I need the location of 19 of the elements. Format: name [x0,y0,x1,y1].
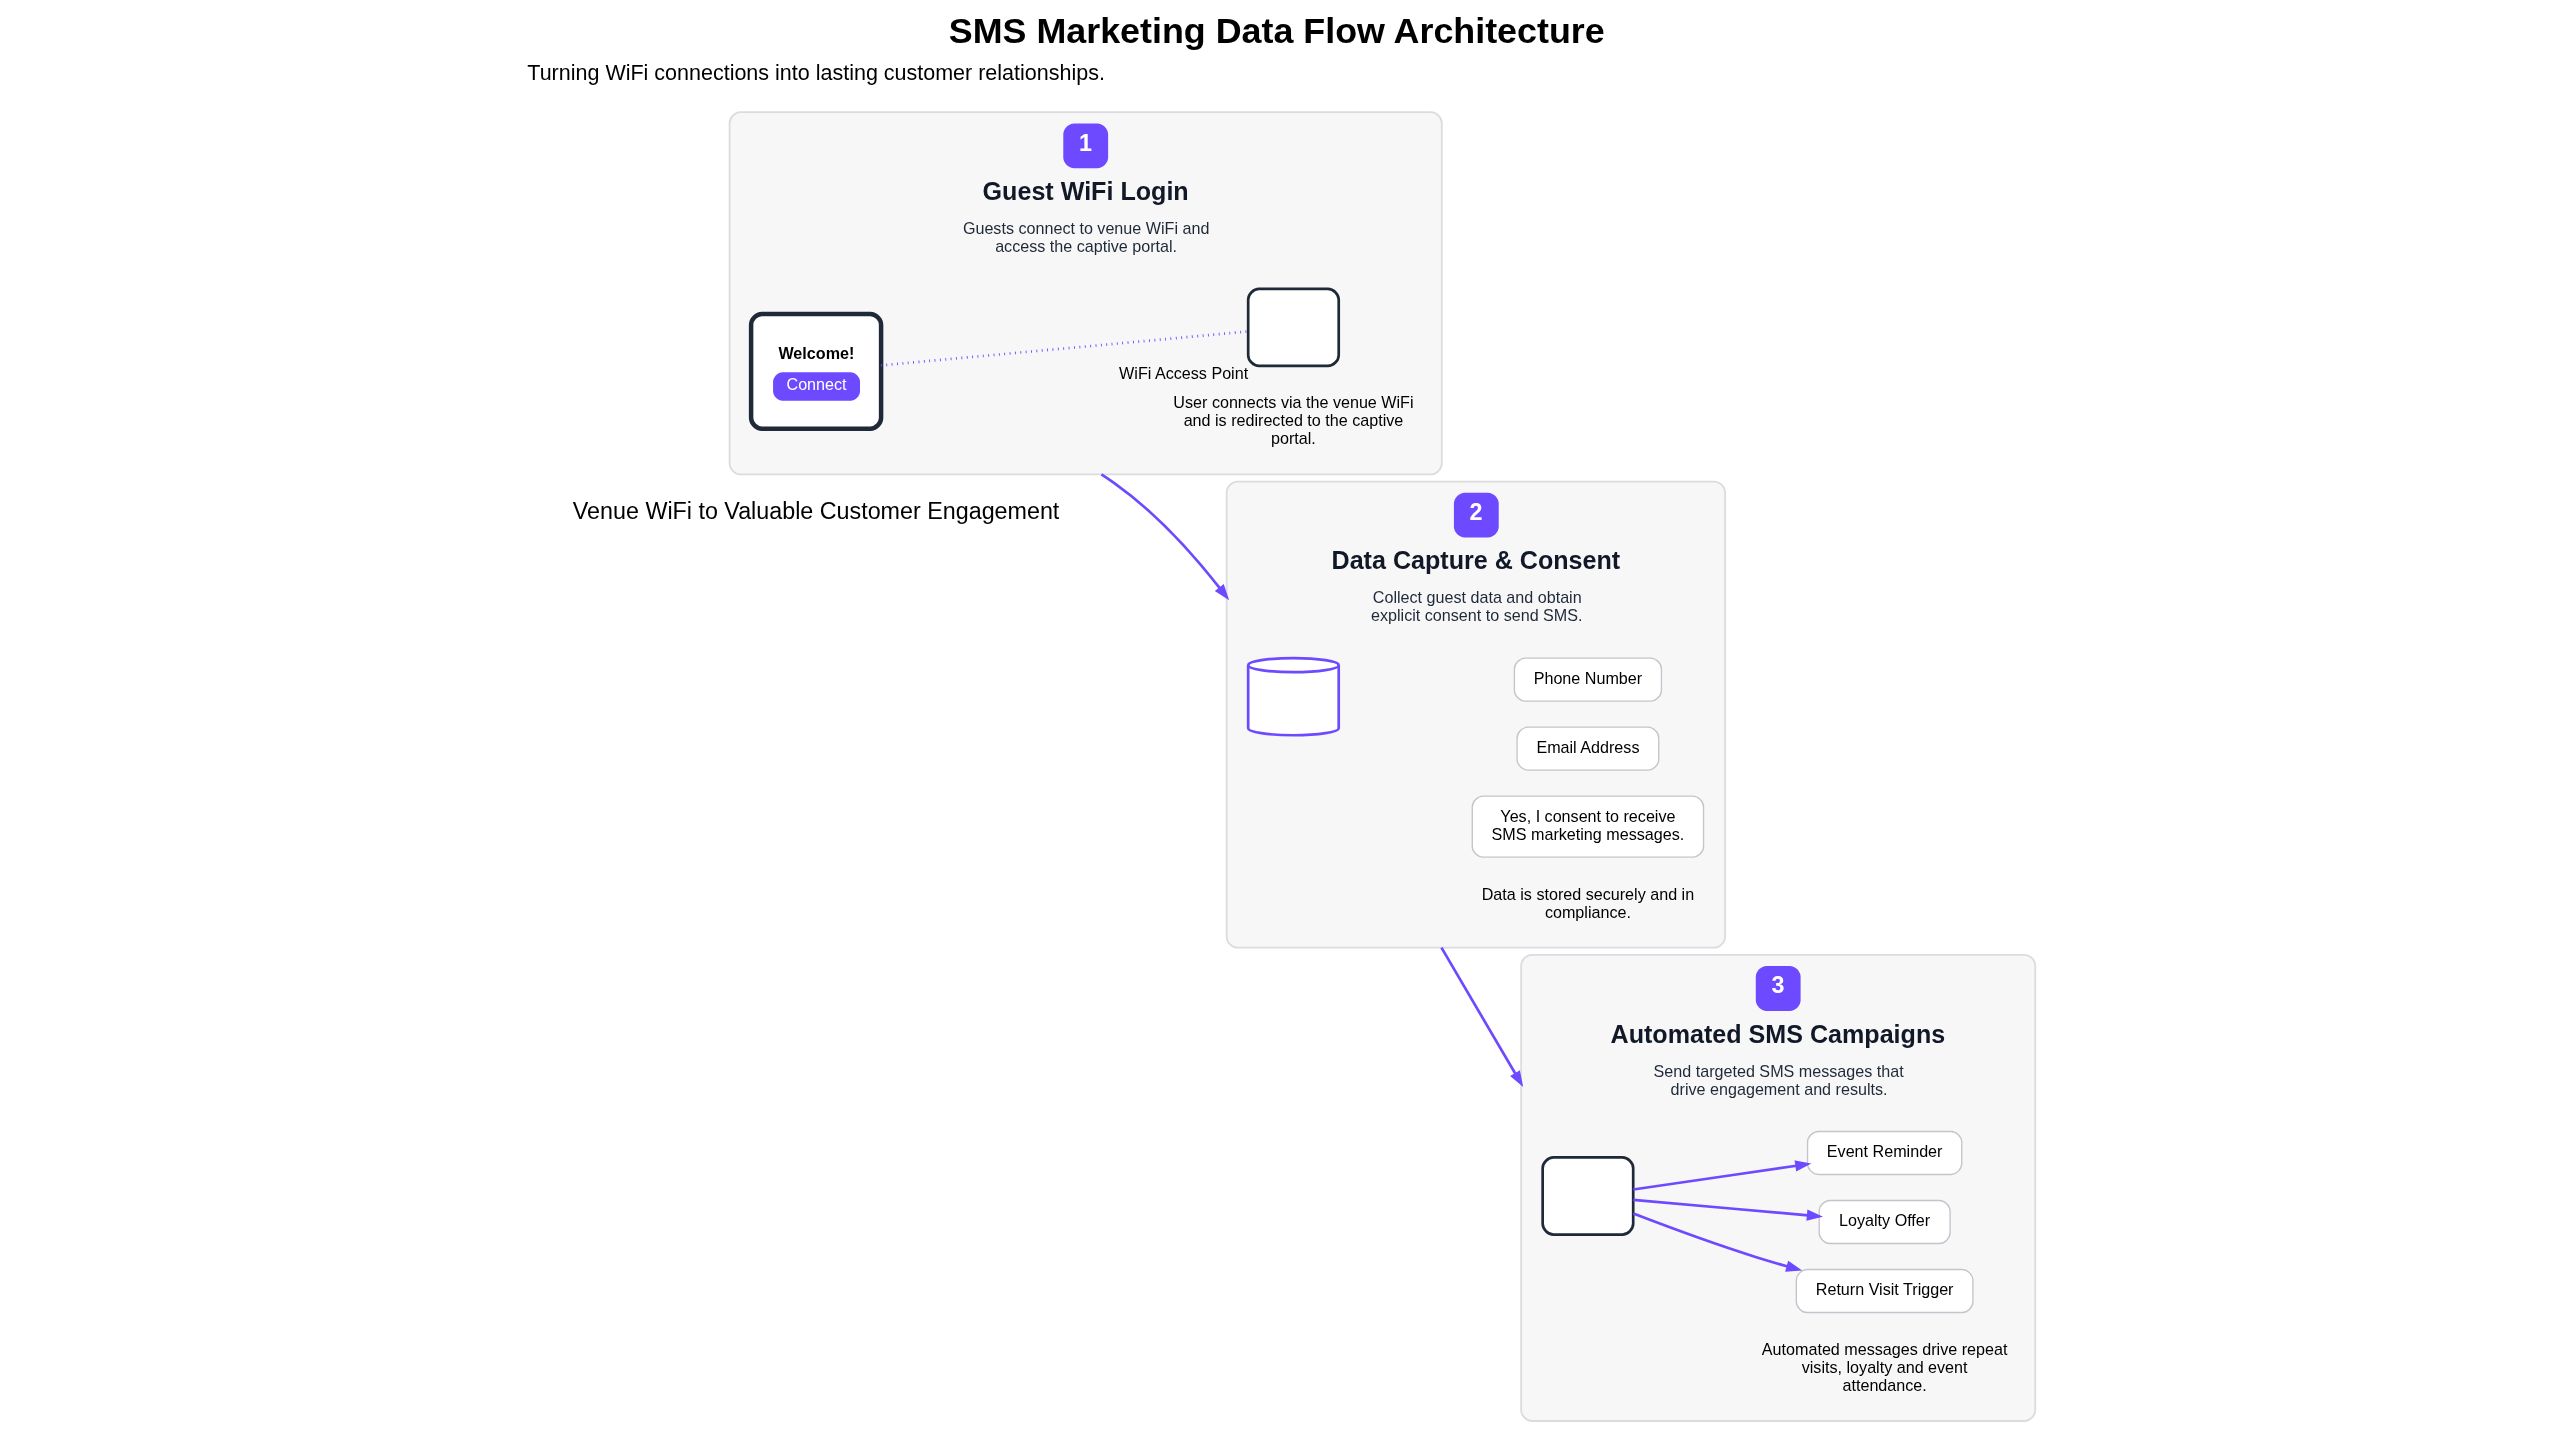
node-box [1541,1156,1635,1236]
arrow [1100,473,1230,601]
node-box [1246,287,1341,368]
arrow [1633,1160,1812,1191]
arrow [1633,1198,1823,1221]
node-box: Event Reminder [1806,1130,1963,1176]
caption: Turning WiFi connections into lasting customer relationships. [527,61,1105,86]
arrow [1440,947,1524,1088]
connector [881,330,1249,367]
node-box: Yes, I consent to receive SMS marketing messages. [1471,795,1705,858]
node-box: Loyalty Offer [1818,1199,1951,1245]
node-box: Email Address [1516,726,1660,771]
node-box: Welcome! Connect [748,311,884,431]
node-box: Phone Number [1513,657,1663,702]
diagram-title: SMS Marketing Data Flow Architecture [948,11,1605,52]
node-box: Return Visit Trigger [1795,1268,1974,1314]
arrow [1632,1212,1803,1272]
label: Venue WiFi to Valuable Customer Engagement [572,497,1060,524]
node-label: WiFi Access Point [1119,363,1249,382]
